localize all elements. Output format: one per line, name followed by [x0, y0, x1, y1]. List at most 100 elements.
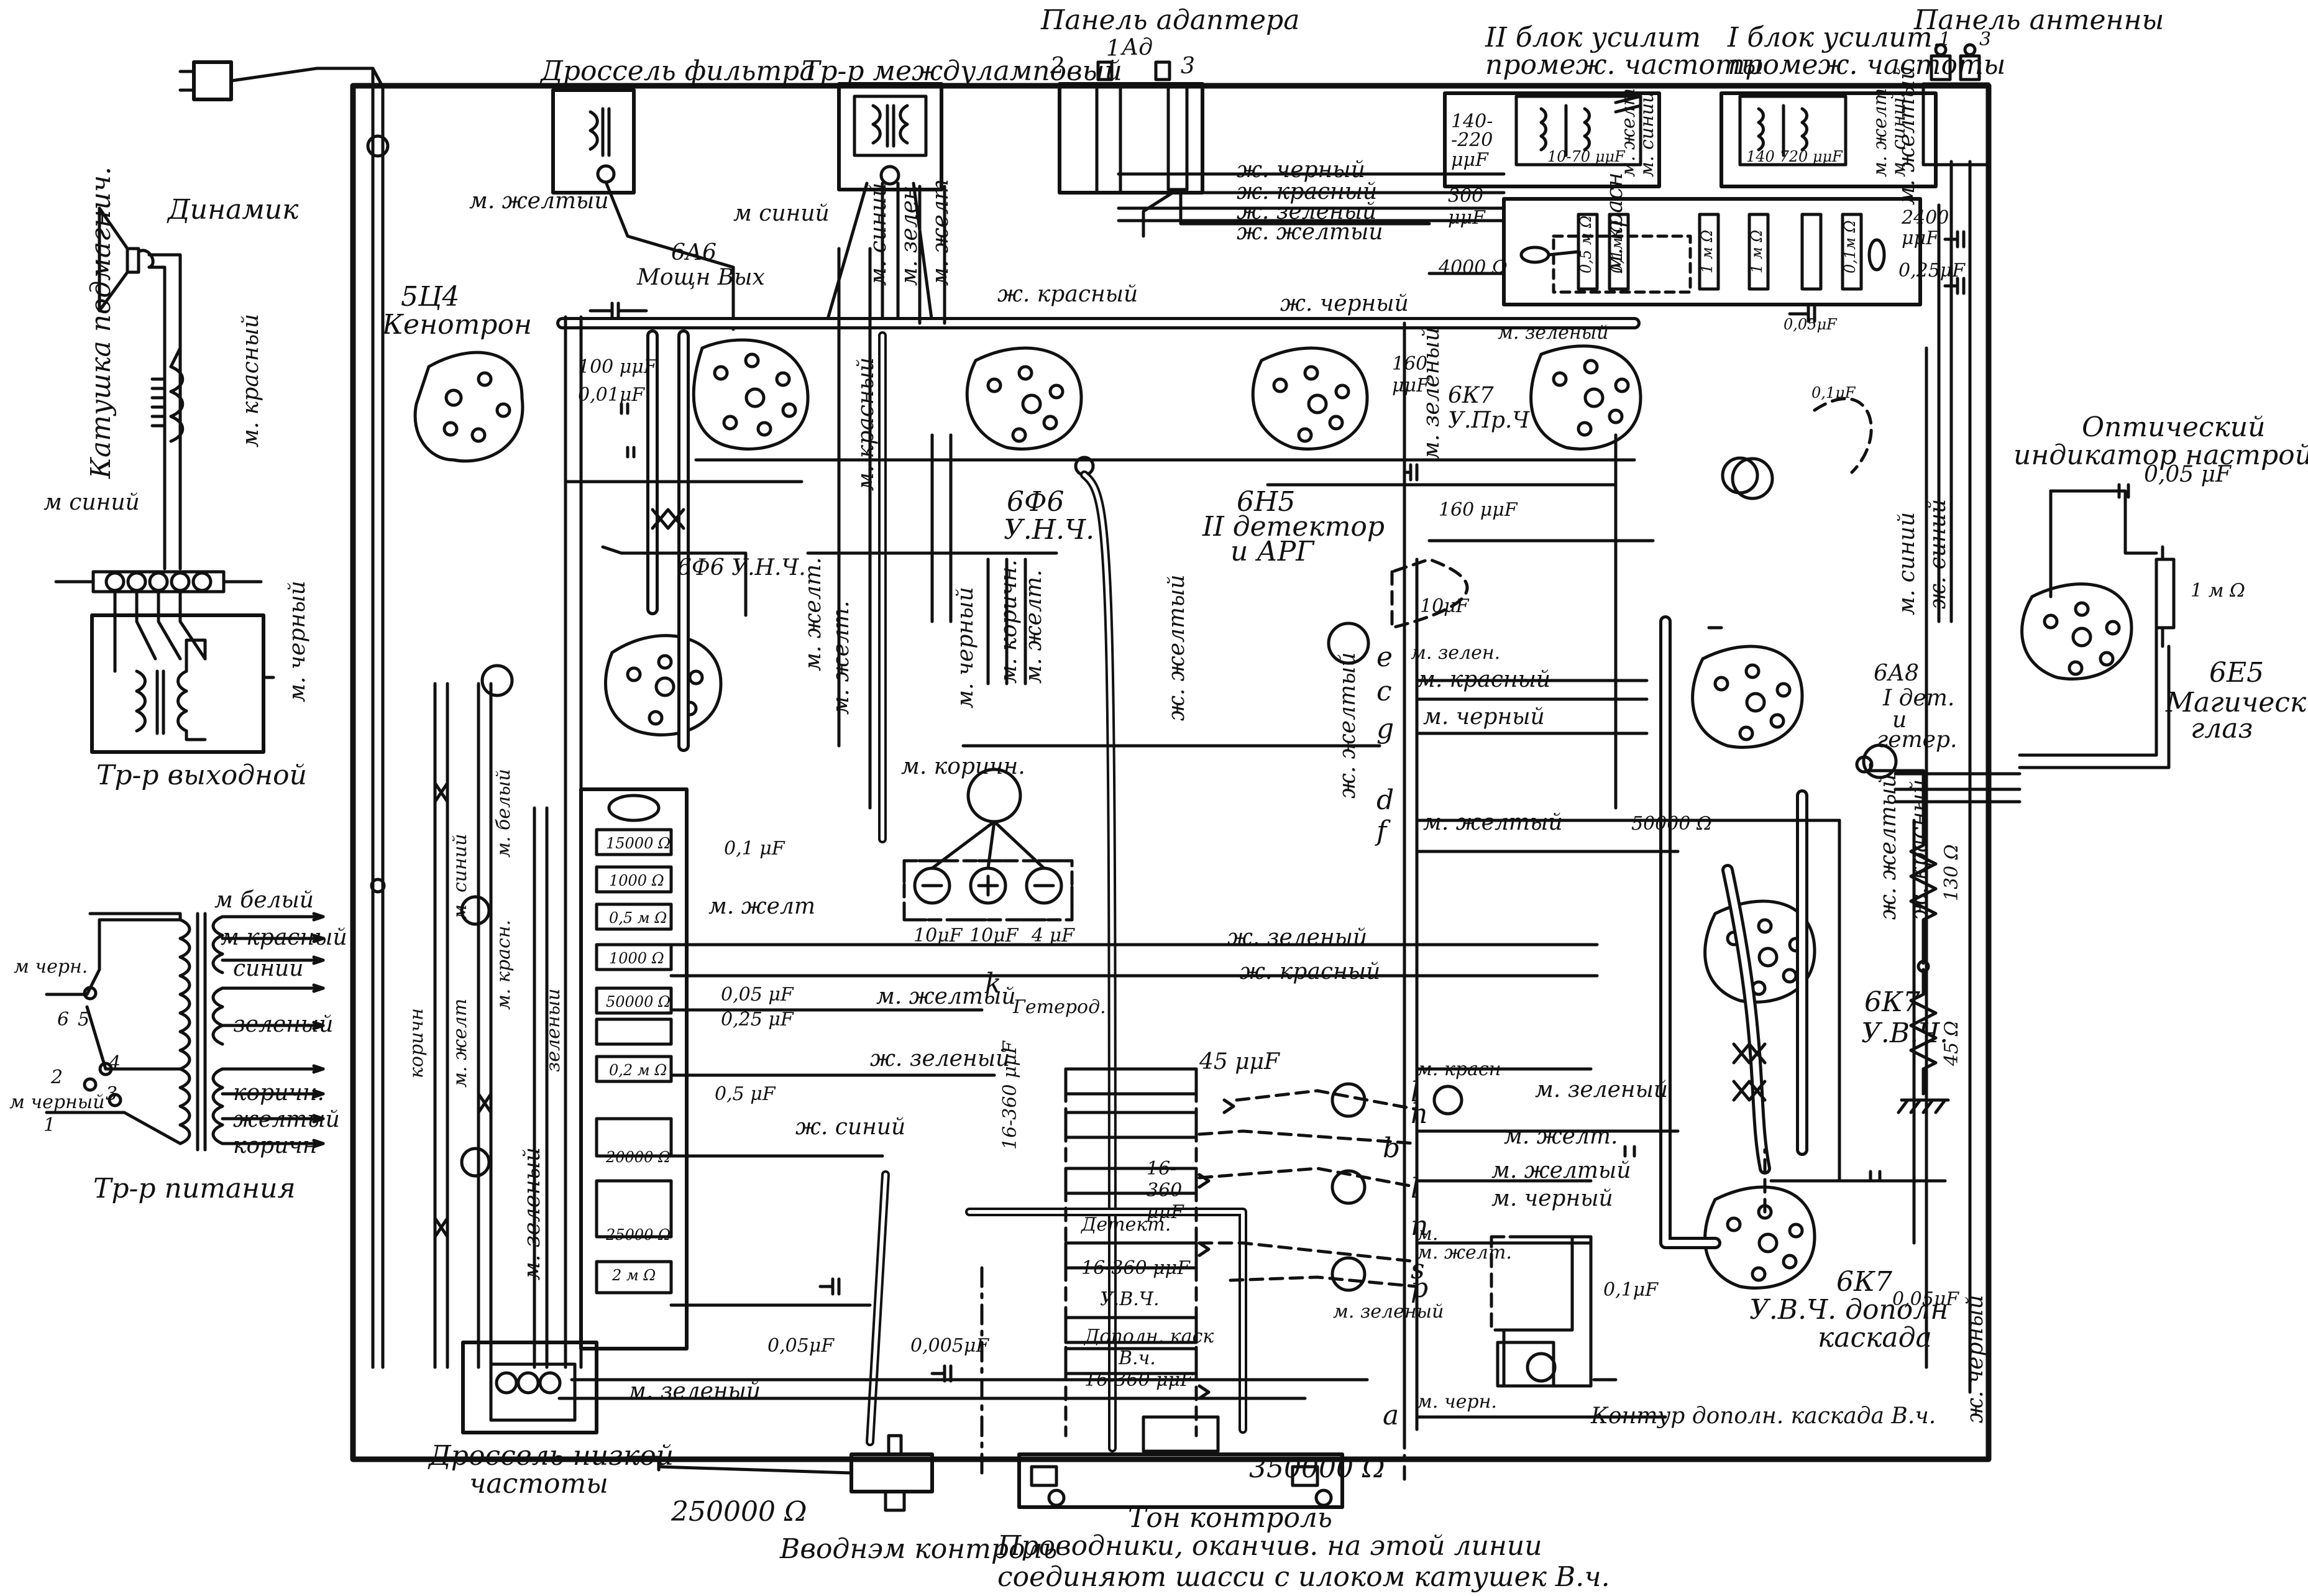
board-r1000b: 1000 Ω: [609, 950, 664, 967]
cap-005-extra-label: 0,05μF: [1892, 1288, 1959, 1310]
wire-m-sinii-vert: м. синий: [866, 182, 891, 286]
wire-m-sinii-if: м. синий: [1636, 91, 1658, 177]
wire-zh-zheltyi: ж. желтый: [1237, 219, 1383, 245]
if-block-2-symbol: [1443, 91, 1661, 188]
if-network-box: [1502, 197, 1922, 306]
interstage-transformer-title: Тр-р междуламповый: [802, 55, 1122, 87]
wire-m-sinii-top: м синий: [733, 201, 830, 226]
det-label: Детект.: [1081, 1214, 1171, 1236]
tube-6a8-desc-3: гетер.: [1877, 727, 1958, 753]
grid-cap-leads: [1074, 456, 1898, 1452]
wire-m-zhelt-if: м. желт: [1618, 88, 1639, 177]
power-transformer-symbol: [45, 912, 325, 1152]
tube-6a6-desc: Мощн Вых: [637, 265, 765, 290]
wire-m-zheltyi-k: м. желтый: [876, 984, 1016, 1009]
tube-6n5-desc-2: и АРГ: [1230, 536, 1314, 567]
tube-6a8-desc-1: I дет.: [1883, 686, 1955, 711]
cap-10-70-label: 10-70 μμF: [1547, 148, 1625, 165]
wire-m-zelenyi-h: м. зеленый: [1535, 1077, 1669, 1103]
wire-m-zelenyi-left: м. зеленый: [520, 1147, 545, 1280]
terminal-l: l: [1411, 1076, 1420, 1108]
wire-m-zelenyi-bot: м. зеленый: [628, 1378, 761, 1404]
field-coil-symbol: [150, 256, 185, 443]
wire-m-zhelt-l: м. желт: [449, 998, 471, 1088]
terminal-h: h: [1411, 1098, 1429, 1130]
board-r2m: 2 м Ω: [612, 1267, 656, 1284]
wire-m-belyi-l: м. белый: [493, 769, 515, 858]
wire-zh-chernyi-2: ж. черный: [1280, 291, 1409, 316]
tube-6k7-uvch-desc: У.В.Ч.: [1861, 1017, 1949, 1049]
cap-100-label: 100 μμF: [578, 356, 657, 378]
terminal-g: g: [1376, 713, 1394, 745]
if-block-1-title-1: I блок усилит.: [1728, 22, 1941, 53]
terminal-e: e: [1376, 641, 1393, 673]
optical-indicator-title-1: Оптический: [2082, 411, 2266, 443]
optical-indicator-title-2: индикатор настройки: [2013, 439, 2308, 471]
wire-m-sinii-r: м. синий: [1894, 511, 1920, 615]
wire-m-zheltyi-n: м. желтый: [1491, 1158, 1631, 1183]
wire-m-sinii-field: м синий: [44, 490, 140, 515]
tube-6f6-label-2: 6Ф6 У.Н.Ч.: [677, 555, 806, 580]
tube-6a6-label: 6А6: [671, 240, 717, 265]
tube-6f6-label: 6Ф6: [1007, 486, 1065, 518]
wire-m-krasnyi-c: м. красный: [1417, 667, 1551, 692]
wire-m-zhelt-v3: м. желт.: [1021, 569, 1046, 684]
wire-m-zelen-e: м. зелен.: [1411, 642, 1501, 664]
resistor-1m-if-b: 1 м Ω: [1748, 229, 1765, 273]
cap-0005-label: 0,005μF: [910, 1335, 989, 1357]
antenna-panel-title: Панель антенны: [1914, 4, 2164, 36]
twisted-wires: [433, 508, 1767, 1239]
board-c01: 0,1 μF: [724, 838, 785, 860]
wire-zh-krasnyi-r: ж. красный: [1907, 779, 1932, 920]
terminal-d: d: [1376, 784, 1394, 816]
chassis-ground-step: [626, 1456, 661, 1472]
adapter-pin-3: 3: [1181, 53, 1195, 79]
cap-140-label: 140-: [1451, 111, 1493, 132]
wire-m-zhelt-b: м. желт.: [1504, 1124, 1618, 1149]
cap-300-unit: μμF: [1448, 207, 1485, 229]
tube-6f6-desc: У.Н.Ч.: [1004, 514, 1095, 546]
pt-pin-5: 5: [78, 1009, 90, 1030]
interstage-transformer-symbol: [825, 82, 943, 325]
pt-pin-4: 4: [109, 1052, 121, 1074]
cap-005-if-label: 0,05μF: [1784, 316, 1837, 333]
wire-m-krasnyi-vert: м. красный: [853, 357, 879, 491]
tube-6k7-upch-label: 6К7: [1448, 383, 1494, 408]
board-c05: 0,5 μF: [715, 1083, 776, 1105]
volume-pot-symbol: [657, 1434, 934, 1512]
resistor-50000-label: 50000 Ω: [1631, 813, 1712, 835]
wire-zh-zelenyi-h2: ж. зеленый: [870, 1046, 1010, 1071]
terminal-strip: [54, 570, 263, 673]
board-r02m: 0,2 м Ω: [609, 1062, 667, 1079]
tube-6k7-extra-label: 6К7: [1836, 1266, 1893, 1298]
uvch-label: У.В.Ч.: [1100, 1288, 1160, 1310]
board-r05m: 0,5 м Ω: [609, 909, 667, 927]
wire-zh-sinii-h: ж. синий: [795, 1114, 906, 1140]
cap-001-label: 0,01μF: [578, 384, 645, 406]
wire-m-chernyi-g: м. черный: [1423, 704, 1545, 730]
wire-m-zhelt-v1: м. желт.: [800, 557, 826, 671]
wire-m-zheltyi-fc: м. желтый: [469, 188, 609, 214]
wire-m-zelenyi-vert2: м. зеленый: [1419, 326, 1444, 460]
wire-zh-chernyi-r: ж. черный: [1962, 1295, 1988, 1423]
cap-005b-label: 0,05μF: [767, 1335, 835, 1357]
wire-m-chernyi-out: м. черный: [285, 580, 310, 702]
tube-5c4-desc: Кенотрон: [382, 309, 532, 341]
cap-300-label: 300: [1448, 185, 1484, 207]
wire-m-chern-a: м. черн.: [1417, 1391, 1497, 1413]
terminal-a: a: [1383, 1400, 1399, 1431]
tone-pot-symbol: [1017, 1415, 1344, 1509]
wire-zh-zheltyi-r: ж. желтый: [1875, 773, 1901, 920]
cap-45-label: 45 μμF: [1199, 1049, 1280, 1075]
adapter-panel-title: Панель адаптера: [1041, 4, 1300, 36]
bias-resistors: [1869, 763, 1950, 1114]
adapter-pin-2: 2: [1050, 53, 1065, 79]
pt-pin-3: 3: [106, 1083, 118, 1105]
extra-stage-contour: [1496, 1235, 1618, 1388]
wire-m-zelenyi-p: м. зеленый: [1333, 1301, 1444, 1323]
pt-wire-chern-top: м черн.: [14, 956, 88, 978]
if-block-1-title-2: промеж. частоты: [1728, 49, 2006, 81]
antenna-panel-symbol: [1921, 43, 1990, 167]
terminal-p: p: [1411, 1272, 1429, 1304]
tube-6e5-label: 6Е5: [2209, 657, 2264, 689]
